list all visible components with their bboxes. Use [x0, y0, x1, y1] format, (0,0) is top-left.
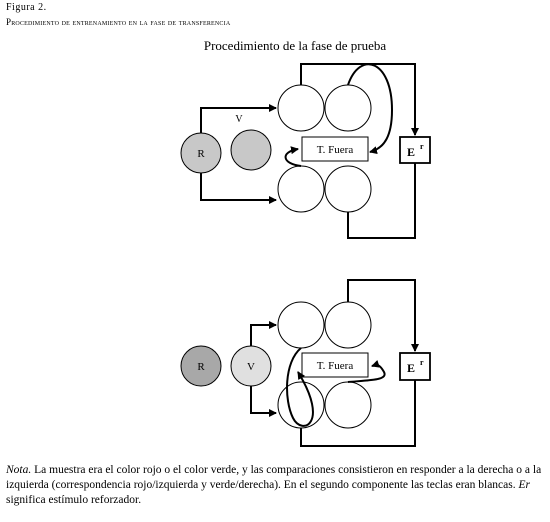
figure-note: Nota. La muestra era el color rojo o el …: [6, 463, 548, 508]
top-timeout-label: T. Fuera: [317, 144, 354, 156]
top-sample-green-label: V: [235, 114, 243, 125]
top-comparison-upper-right: [324, 84, 372, 132]
bottom-sample-green-label: V: [247, 361, 255, 373]
bottom-reinforcer-superscript: r: [420, 358, 424, 367]
top-arrow-r-to-lower: [200, 173, 277, 204]
bottom-reinforcer-label: E: [407, 361, 415, 375]
bottom-timeout-label: T. Fuera: [317, 360, 354, 372]
top-sample-green-key: [230, 129, 272, 171]
note-lead: Nota.: [6, 464, 32, 476]
bottom-arrow-v-to-upper: [250, 321, 277, 346]
top-return-reinforcer-to-lower: [347, 163, 416, 239]
bottom-curve-lower-right-to-timeout: [347, 359, 386, 383]
top-arrow-upper-to-reinforcer: [300, 63, 419, 136]
bottom-comparison-lower-left: [277, 381, 325, 429]
top-panel: R V T. Fuera E r: [180, 63, 431, 239]
note-er-term: Er: [518, 479, 530, 491]
top-comparison-lower-right: [324, 165, 372, 213]
top-curve-lower-left-to-timeout: [284, 146, 302, 167]
note-text: La muestra era el color rojo o el color …: [6, 464, 542, 491]
bottom-timeout-box: [301, 352, 369, 378]
bottom-comparison-lower-right: [324, 381, 372, 429]
diagram-title: Procedimiento de la fase de prueba: [203, 38, 387, 53]
bottom-comparison-upper-left: [277, 301, 325, 349]
bottom-arrow-upper-to-reinforcer: [347, 279, 419, 352]
top-reinforcer-superscript: r: [420, 142, 424, 151]
top-timeout-box: [301, 136, 369, 162]
bottom-return-reinforcer-to-lower: [300, 380, 416, 447]
top-comparison-lower-left: [277, 165, 325, 213]
bottom-sample-red-label: R: [197, 361, 205, 373]
top-comparison-upper-left: [277, 84, 325, 132]
figure-caption: Procedimiento de entrenamiento en la fas…: [6, 17, 231, 27]
bottom-curve-upper-left-to-timeout: [286, 347, 314, 427]
bottom-comparison-upper-right: [324, 301, 372, 349]
top-arrow-r-to-upper: [200, 104, 277, 133]
top-curve-upper-right-to-timeout: [347, 63, 394, 155]
bottom-panel: R V T. Fuera E r: [180, 279, 431, 447]
top-reinforcer-label: E: [407, 145, 415, 159]
bottom-sample-red-key: [180, 345, 222, 387]
note-tail: significa estímulo reforzador.: [6, 494, 142, 506]
figure-label: Figura 2.: [6, 2, 47, 13]
top-sample-red-label: R: [197, 148, 205, 160]
bottom-arrow-v-to-lower: [250, 386, 277, 417]
